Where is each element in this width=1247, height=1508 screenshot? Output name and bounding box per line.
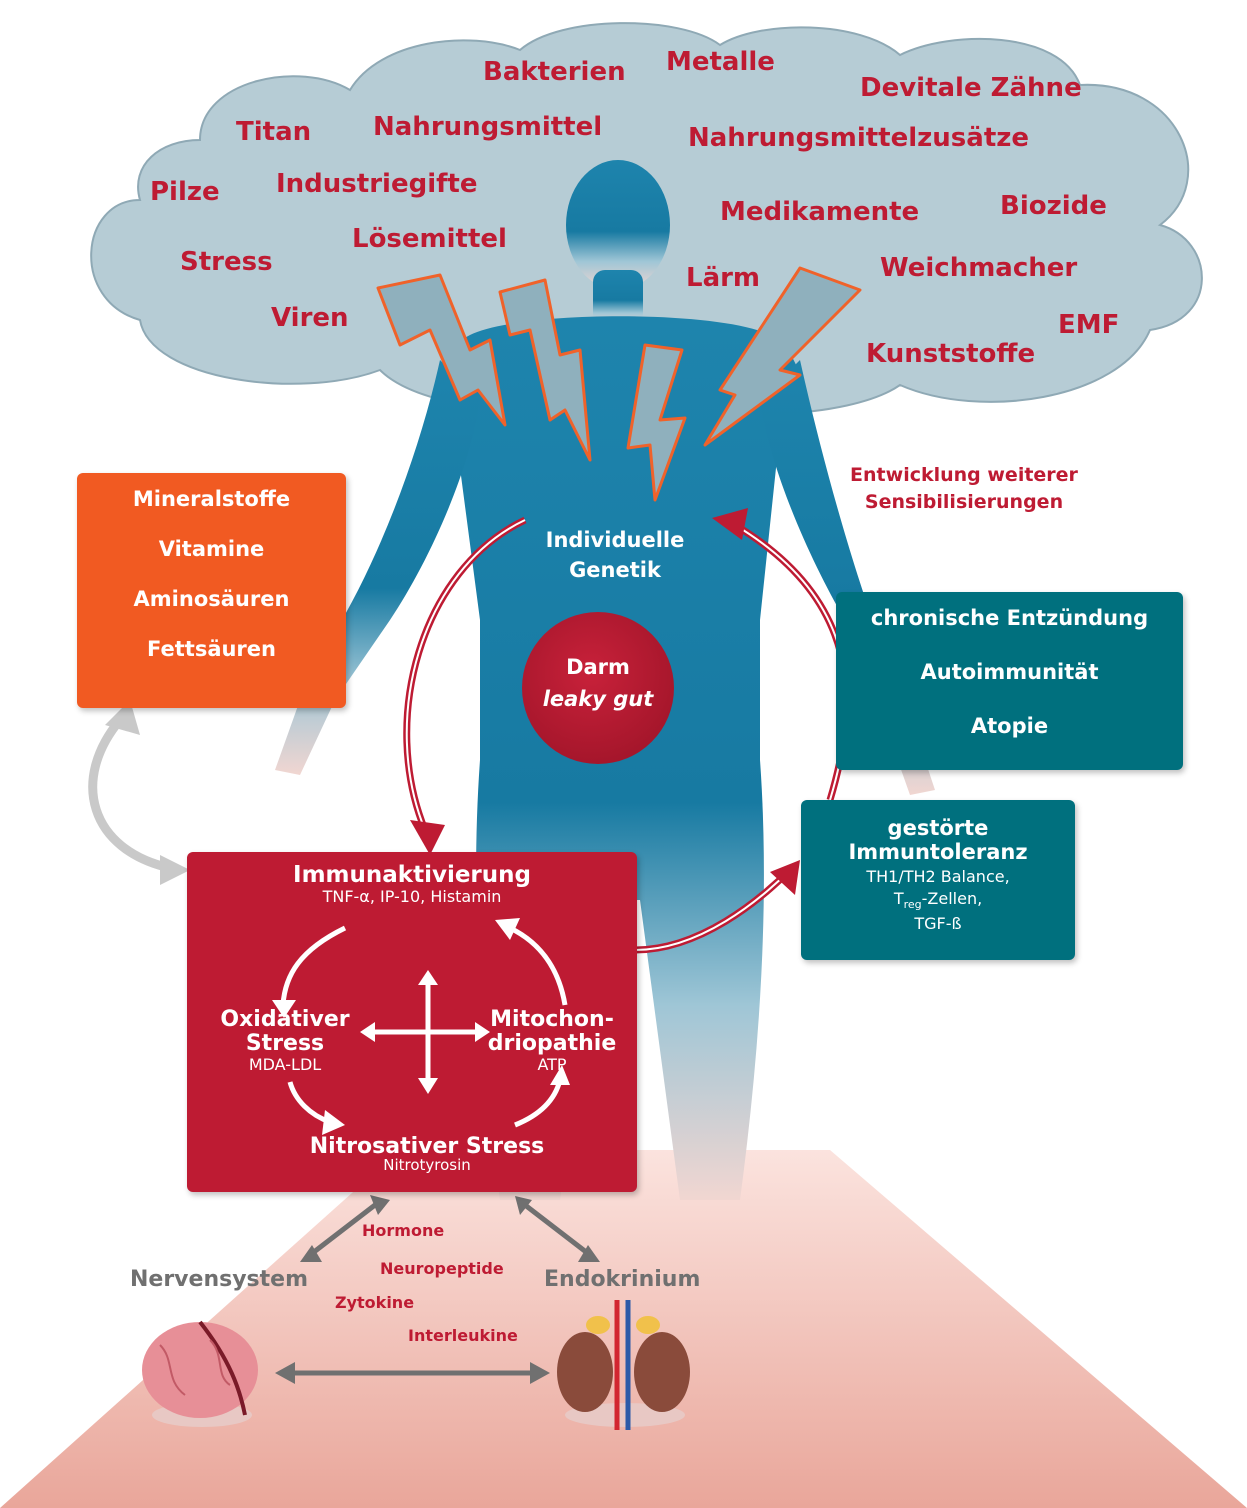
nutrient-vitamine: Vitamine bbox=[158, 537, 265, 561]
tolerance-title-line-1: gestörte bbox=[887, 816, 989, 840]
sensitization-line-2: Sensibilisierungen bbox=[864, 490, 1064, 513]
nutrients-box: Mineralstoffe Vitamine Aminosäuren Fetts… bbox=[77, 473, 346, 708]
nervous-system-label: Nervensystem bbox=[130, 1267, 308, 1292]
immune-title: Immunaktivierung bbox=[293, 862, 531, 888]
cloud-word-loesemittel: Lösemittel bbox=[352, 224, 507, 254]
cloud-word-laerm: Lärm bbox=[686, 263, 761, 293]
gut-label: Darm leaky gut bbox=[522, 652, 674, 715]
tolerance-detail-treg: Treg-Zellen, bbox=[801, 888, 1075, 913]
nutrient-arrow bbox=[88, 700, 190, 885]
kidneys-illustration bbox=[557, 1300, 690, 1430]
cloud-word-devitale-zaehne: Devitale Zähne bbox=[860, 73, 1082, 103]
cloud-word-nahrungsmittel: Nahrungsmittel bbox=[373, 112, 603, 142]
nitro-marker: Nitrotyrosin bbox=[383, 1156, 471, 1175]
chronic-inflammation: chronische Entzündung bbox=[870, 606, 1149, 630]
gut-title: Darm bbox=[566, 655, 630, 679]
tolerance-details: TH1/TH2 Balance, Treg-Zellen, TGF-ß bbox=[801, 866, 1075, 934]
nitro-title: Nitrosativer Stress bbox=[309, 1134, 545, 1159]
treg-subscript: reg bbox=[903, 898, 922, 912]
immune-markers: TNF-α, IP-10, Histamin bbox=[322, 887, 502, 907]
cloud-word-viren: Viren bbox=[271, 303, 349, 333]
immune-tolerance-box: gestörte Immuntoleranz TH1/TH2 Balance, … bbox=[801, 800, 1075, 960]
nutrient-mineralstoffe: Mineralstoffe bbox=[132, 487, 291, 511]
cloud-word-bakterien: Bakterien bbox=[483, 57, 626, 87]
genetics-line-1: Individuelle bbox=[545, 528, 685, 552]
oxidative-stress-block: Oxidativer Stress MDA-LDL bbox=[205, 1008, 365, 1074]
oxidative-title-line-1: Oxidativer bbox=[220, 1007, 350, 1032]
cloud-word-pilze: Pilze bbox=[150, 177, 220, 207]
cloud-word-kunststoffe: Kunststoffe bbox=[866, 339, 1036, 369]
cloud-word-stress: Stress bbox=[180, 247, 273, 277]
cloud-word-medikamente: Medikamente bbox=[720, 197, 920, 227]
brain-illustration bbox=[142, 1320, 258, 1427]
tolerance-title: gestörte Immuntoleranz bbox=[801, 816, 1075, 864]
chronic-conditions-box: chronische Entzündung Autoimmunität Atop… bbox=[836, 592, 1183, 770]
sensitization-label: Entwicklung weiterer Sensibilisierungen bbox=[838, 462, 1090, 515]
immune-title-block: Immunaktivierung TNF-α, IP-10, Histamin bbox=[187, 862, 637, 907]
messenger-zytokine: Zytokine bbox=[335, 1293, 415, 1312]
cloud-word-industriegifte: Industriegifte bbox=[276, 169, 478, 199]
nitrosative-stress-block: Nitrosativer Stress Nitrotyrosin bbox=[187, 1135, 667, 1174]
genetics-line-2: Genetik bbox=[569, 558, 661, 583]
cloud-word-nahrungsmittelzusaetze: Nahrungsmittelzusätze bbox=[688, 123, 1030, 153]
tolerance-title-line-2: Immuntoleranz bbox=[848, 840, 1028, 865]
mito-marker: ATP bbox=[537, 1054, 567, 1074]
atopy: Atopie bbox=[970, 714, 1049, 738]
endocrine-label: Endokrinium bbox=[544, 1267, 701, 1292]
cloud-word-titan: Titan bbox=[236, 117, 312, 147]
autoimmunity: Autoimmunität bbox=[920, 660, 1099, 684]
immune-activation-box bbox=[187, 852, 637, 1192]
gut-circle bbox=[522, 612, 674, 764]
genetics-label: Individuelle Genetik bbox=[530, 525, 700, 586]
mito-title-line-2: driopathie bbox=[487, 1030, 617, 1056]
cloud-word-weichmacher: Weichmacher bbox=[880, 253, 1078, 283]
nutrient-aminosaeuren: Aminosäuren bbox=[133, 587, 290, 611]
messenger-hormone: Hormone bbox=[362, 1221, 445, 1240]
gut-subtitle: leaky gut bbox=[542, 686, 654, 711]
tolerance-detail-balance: TH1/TH2 Balance, bbox=[866, 867, 1010, 887]
nutrient-fettsaeuren: Fettsäuren bbox=[147, 637, 276, 661]
messenger-neuropeptide: Neuropeptide bbox=[380, 1259, 504, 1278]
tolerance-detail-tgf: TGF-ß bbox=[914, 913, 962, 933]
mito-title-line-1: Mitochon- bbox=[490, 1007, 614, 1032]
treg-t: T bbox=[893, 888, 904, 908]
system-arrows bbox=[275, 1195, 600, 1384]
cloud-word-metalle: Metalle bbox=[666, 47, 775, 77]
messenger-interleukine: Interleukine bbox=[408, 1326, 518, 1345]
treg-suffix: -Zellen, bbox=[921, 888, 983, 908]
floor bbox=[0, 1150, 1247, 1508]
mitochondriopathy-block: Mitochon- driopathie ATP bbox=[472, 1008, 632, 1074]
oxidative-marker: MDA-LDL bbox=[248, 1054, 322, 1074]
oxidative-title-line-2: Stress bbox=[245, 1030, 325, 1056]
lightning-bolts bbox=[376, 266, 862, 502]
cloud-word-biozide: Biozide bbox=[1000, 191, 1107, 221]
sensitization-line-1: Entwicklung weiterer bbox=[850, 464, 1078, 486]
cloud-word-emf: EMF bbox=[1058, 310, 1120, 340]
